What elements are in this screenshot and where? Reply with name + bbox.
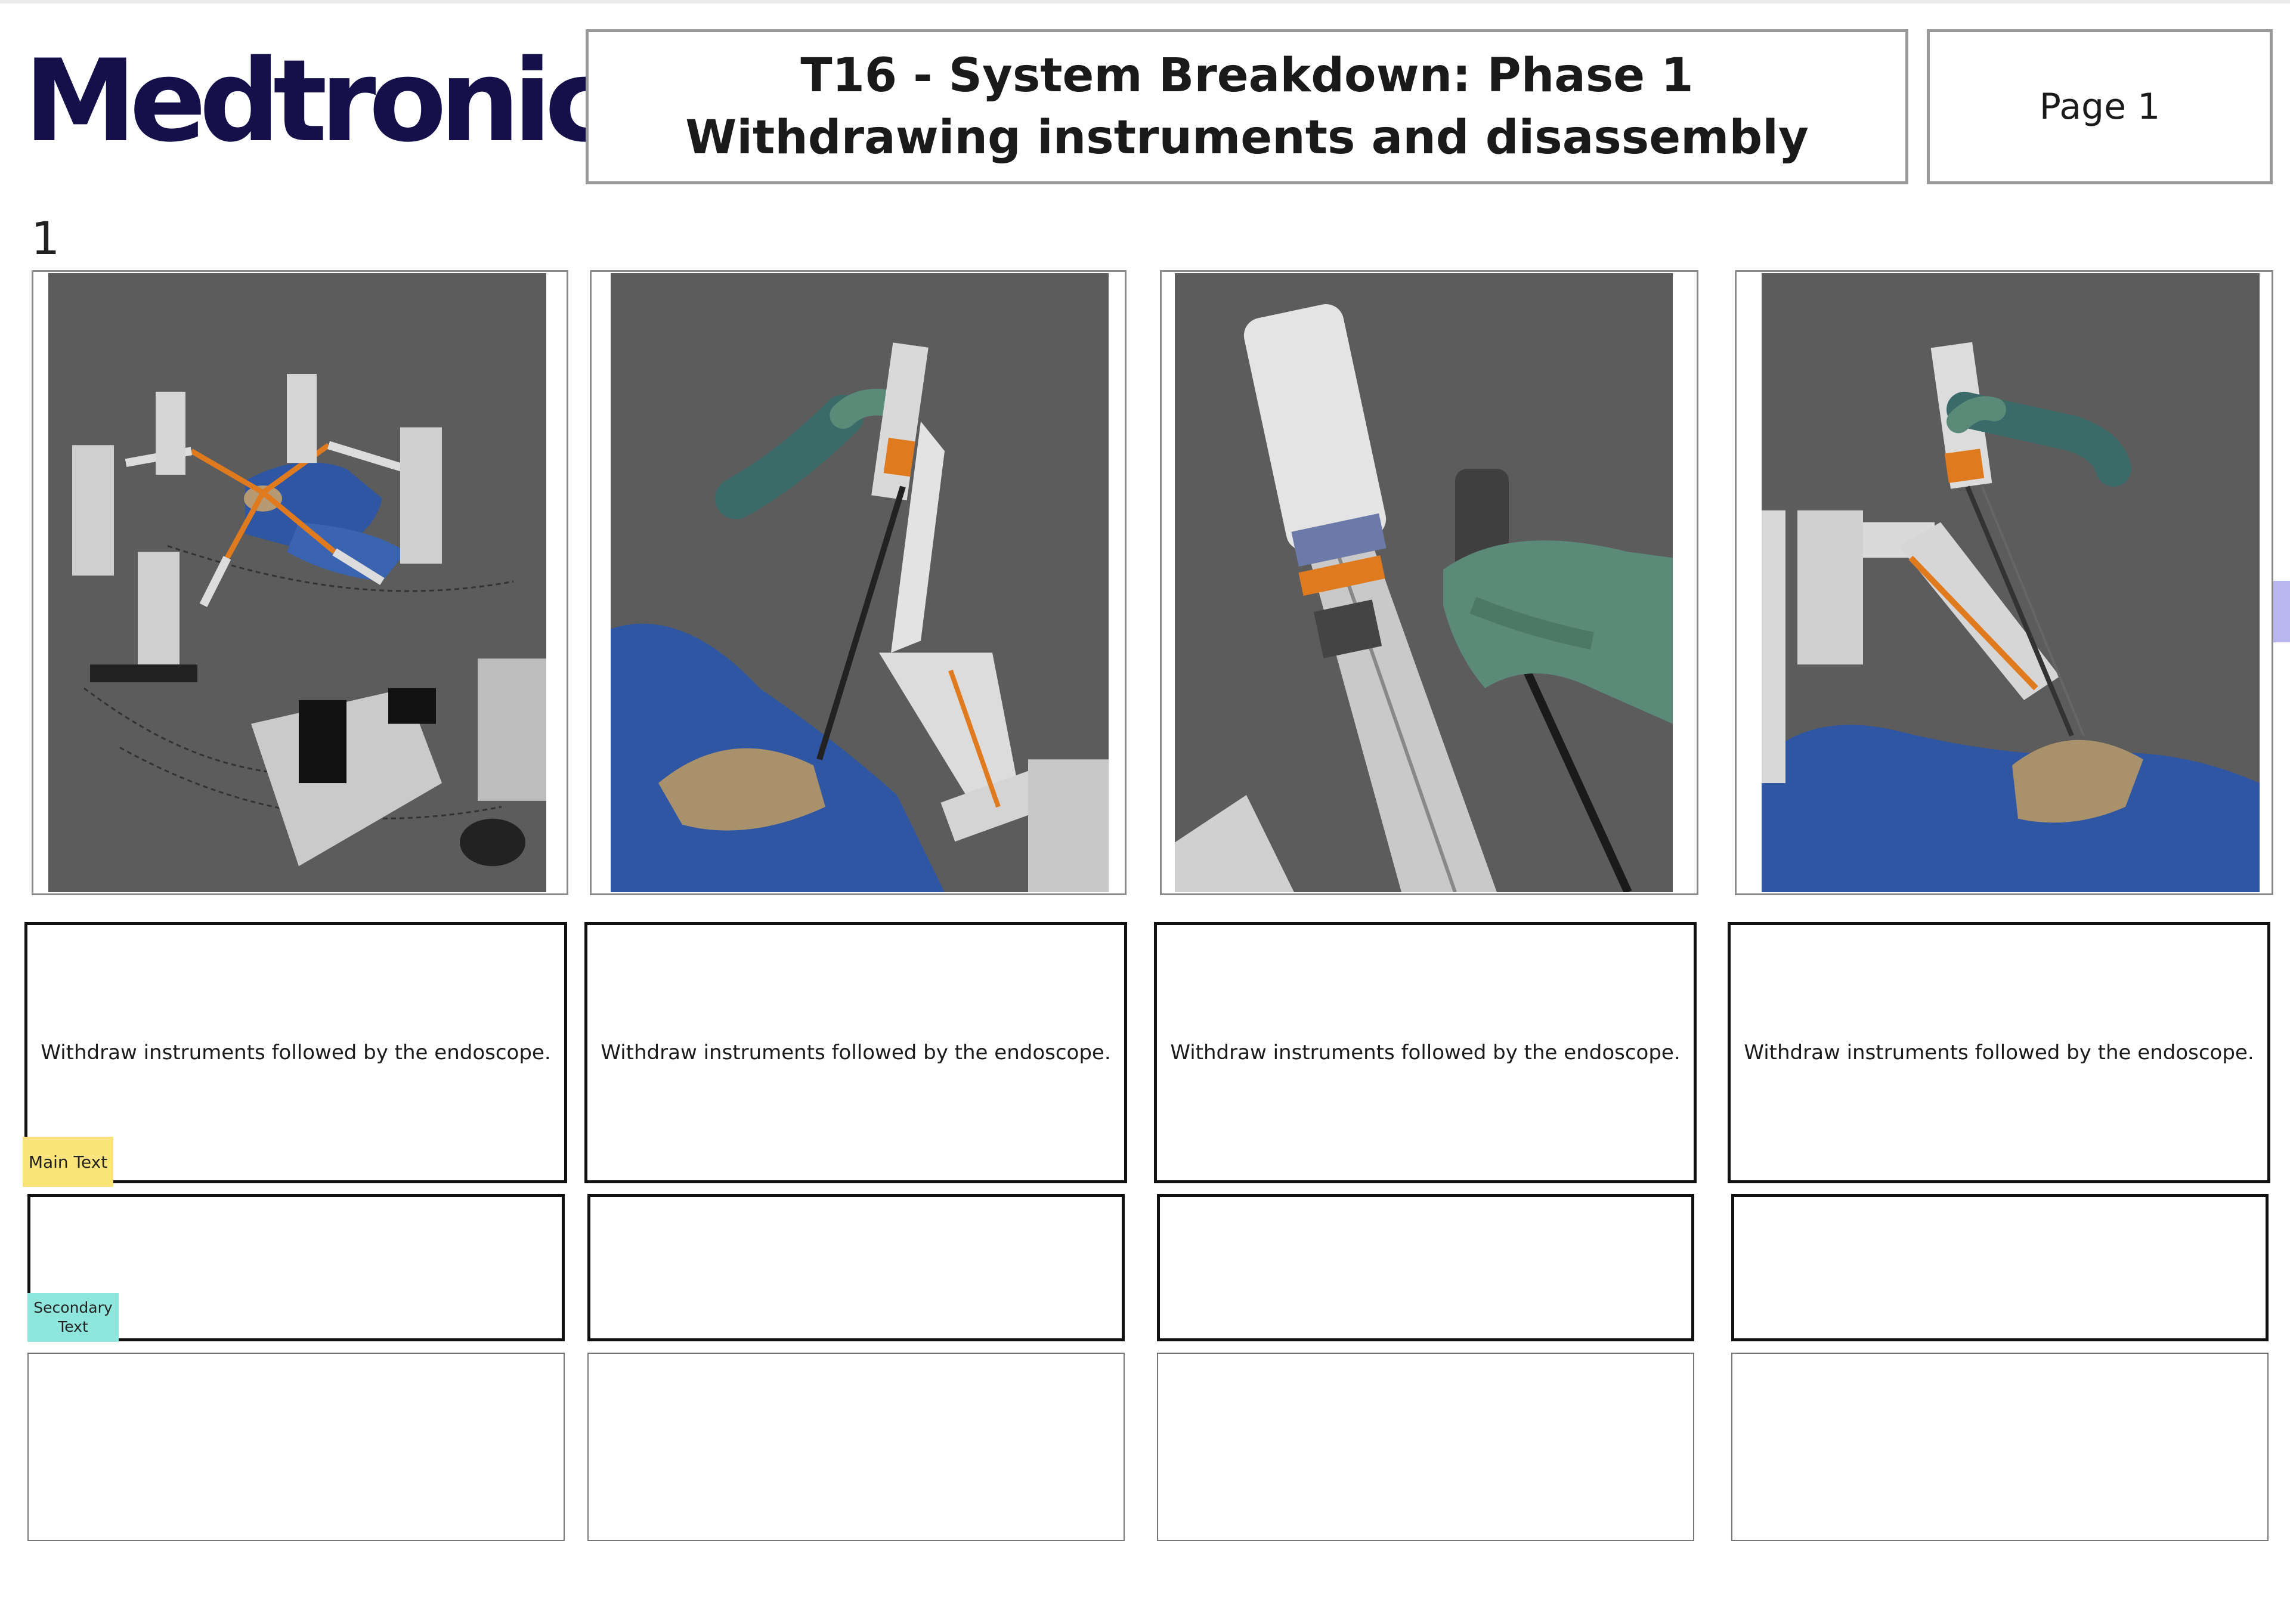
instrument-closeup-image	[1175, 273, 1673, 892]
operating-room-overview-image	[48, 273, 546, 892]
arm-patient-side-view-image	[1762, 273, 2260, 892]
secondary-text-tag[interactable]: Secondary Text	[27, 1293, 119, 1342]
row-number: 1	[31, 212, 60, 265]
secondary-text-tag-line-1: Secondary	[33, 1299, 113, 1316]
main-text-box-1[interactable]: Withdraw instruments followed by the end…	[24, 922, 567, 1183]
secondary-text-box-2[interactable]	[587, 1194, 1125, 1341]
storyboard-frame-1	[32, 270, 568, 895]
main-text-3: Withdraw instruments followed by the end…	[1170, 1041, 1681, 1065]
page-number-box: Page 1	[1927, 29, 2273, 184]
main-text-box-2[interactable]: Withdraw instruments followed by the end…	[584, 922, 1127, 1183]
main-text-tag[interactable]: Main Text	[23, 1137, 113, 1187]
title-line-2: Withdrawing instruments and disassembly	[685, 111, 1809, 165]
storyboard-frame-4	[1735, 270, 2273, 895]
secondary-text-box-3[interactable]	[1157, 1194, 1694, 1341]
top-edge-line	[0, 0, 2290, 4]
title-box: T16 - System Breakdown: Phase 1 Withdraw…	[586, 29, 1908, 184]
robotic-arm-withdrawal-image	[611, 273, 1109, 892]
notes-box-4[interactable]	[1731, 1353, 2269, 1541]
medtronic-logo: Medtronic	[24, 35, 612, 167]
storyboard-frame-3	[1160, 270, 1698, 895]
main-text-4: Withdraw instruments followed by the end…	[1744, 1041, 2254, 1065]
storyboard-frame-2	[590, 270, 1127, 895]
secondary-text-box-4[interactable]	[1731, 1194, 2269, 1341]
main-text-box-3[interactable]: Withdraw instruments followed by the end…	[1154, 922, 1697, 1183]
page-label: Page 1	[2039, 86, 2161, 128]
secondary-text-tag-line-2: Text	[58, 1318, 88, 1335]
main-text-tag-label: Main Text	[28, 1152, 108, 1172]
title-line-1: T16 - System Breakdown: Phase 1	[800, 49, 1694, 103]
main-text-2: Withdraw instruments followed by the end…	[601, 1041, 1111, 1065]
notes-box-1[interactable]	[27, 1353, 565, 1541]
notes-box-2[interactable]	[587, 1353, 1125, 1541]
main-text-1: Withdraw instruments followed by the end…	[41, 1041, 551, 1065]
side-panel-handle[interactable]	[2273, 581, 2290, 642]
main-text-box-4[interactable]: Withdraw instruments followed by the end…	[1728, 922, 2270, 1183]
notes-box-3[interactable]	[1157, 1353, 1694, 1541]
